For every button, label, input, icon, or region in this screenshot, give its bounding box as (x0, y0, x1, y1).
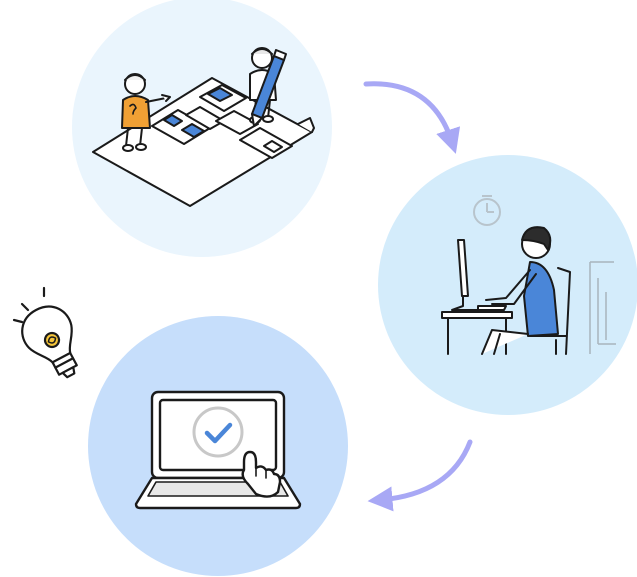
step-build (378, 155, 637, 415)
flow-arrow-2 (367, 439, 473, 512)
person-working-at-computer-icon (441, 226, 571, 355)
laptop-with-checkmark-icon (134, 390, 302, 510)
stopwatch-icon (473, 195, 501, 226)
flow-arrow-1 (363, 81, 461, 154)
lightbulb-idea-icon (12, 286, 78, 379)
planning-people-with-wireframe-icon (92, 47, 315, 207)
build-circle (378, 155, 637, 415)
background-chart-decoration (589, 261, 616, 354)
step-done (88, 316, 348, 576)
step-plan (72, 0, 332, 257)
